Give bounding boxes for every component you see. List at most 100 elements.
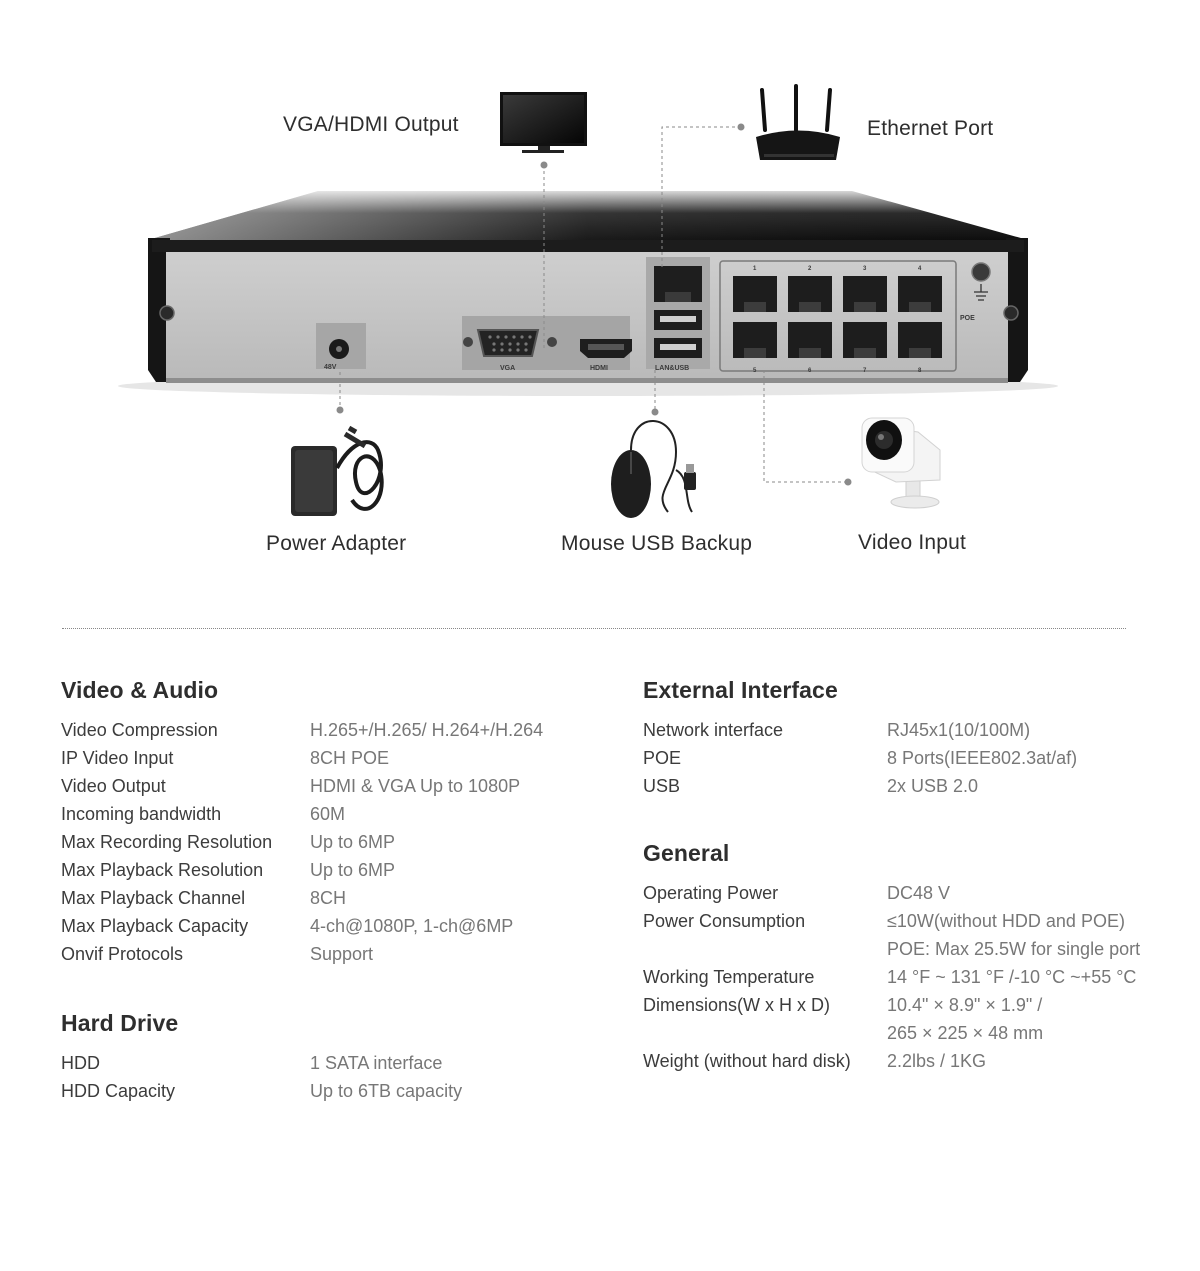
spec-value: HDMI & VGA Up to 1080P xyxy=(310,775,521,796)
spec-section-general: General Operating Power DC48 V Power Consu… xyxy=(643,840,1140,1075)
callout-vga-hdmi-output: VGA/HDMI Output xyxy=(283,113,459,136)
spec-value: 60M xyxy=(310,803,346,824)
screw-icon xyxy=(159,305,175,321)
product-diagram: 48V VGA HDMI LAN&USB xyxy=(0,0,1200,600)
spec-label: HDD xyxy=(61,1052,100,1073)
spec-row: IP Video Input 8CH POE xyxy=(61,744,543,772)
spec-label: Weight (without hard disk) xyxy=(643,1050,851,1071)
spec-value: 2x USB 2.0 xyxy=(887,775,979,796)
nvr-left-ear xyxy=(148,238,170,382)
spec-value: Up to 6TB capacity xyxy=(310,1080,463,1101)
spec-label: Network interface xyxy=(643,719,784,740)
callout-video-input: Video Input xyxy=(858,531,967,554)
section-title: General xyxy=(643,840,730,866)
spec-row: HDD 1 SATA interface xyxy=(61,1049,462,1077)
spec-value: Up to 6MP xyxy=(310,831,396,852)
port-number: 8 xyxy=(918,368,922,374)
spec-row: Working Temperature 14 °F ~ 131 °F /-10 °… xyxy=(643,963,1140,991)
spec-rows: Network interface RJ45x1(10/100M) POE 8 Por… xyxy=(643,716,1077,800)
spec-label: Operating Power xyxy=(643,882,779,903)
hdmi-label: HDMI xyxy=(590,365,608,372)
spec-label: Max Recording Resolution xyxy=(61,831,273,852)
spec-rows: Operating Power DC48 V Power Consumption ≤1… xyxy=(643,879,1140,1075)
spec-row: Weight (without hard disk) 2.2lbs / 1KG xyxy=(643,1047,1140,1075)
spec-row: Incoming bandwidth 60M xyxy=(61,800,543,828)
spec-value: 4-ch@1080P, 1-ch@6MP xyxy=(310,915,514,936)
spec-label: Max Playback Resolution xyxy=(61,859,264,880)
spec-row: Max Playback Capacity 4-ch@1080P, 1-ch@6M… xyxy=(61,912,543,940)
section-divider xyxy=(62,628,1126,629)
spec-section-external-interface: External Interface Network interface RJ45… xyxy=(643,677,1077,800)
section-title: External Interface xyxy=(643,677,838,703)
spec-label: Video Output xyxy=(61,775,166,796)
callout-power-adapter: Power Adapter xyxy=(266,532,407,555)
vga-label: VGA xyxy=(500,365,515,372)
spec-value: RJ45x1(10/100M) xyxy=(887,719,1031,740)
screw-icon xyxy=(1003,305,1019,321)
port-number: 6 xyxy=(808,368,812,374)
ground-icon xyxy=(974,284,988,301)
spec-label: Max Playback Capacity xyxy=(61,915,249,936)
spec-value: 265 × 225 × 48 mm xyxy=(887,1022,1044,1043)
lan-usb-label: LAN&USB xyxy=(655,365,689,372)
spec-label: Working Temperature xyxy=(643,966,815,987)
spec-row: USB 2x USB 2.0 xyxy=(643,772,1077,800)
power-adapter-icon xyxy=(291,425,384,516)
vga-port-icon xyxy=(476,329,540,357)
spec-value: 10.4" × 8.9" × 1.9" / xyxy=(887,994,1043,1015)
camera-icon xyxy=(861,417,941,509)
port-number: 2 xyxy=(808,266,812,272)
spec-label: IP Video Input xyxy=(61,747,174,768)
spec-label: HDD Capacity xyxy=(61,1080,176,1101)
spec-value: 8CH xyxy=(310,887,347,908)
spec-value: DC48 V xyxy=(887,882,951,903)
callout-mouse-usb-backup: Mouse USB Backup xyxy=(561,532,753,555)
spec-value: 1 SATA interface xyxy=(310,1052,443,1073)
spec-row: HDD Capacity Up to 6TB capacity xyxy=(61,1077,462,1105)
spec-value: ≤10W(without HDD and POE) xyxy=(887,910,1125,931)
port-number: 4 xyxy=(918,266,922,272)
monitor-icon xyxy=(500,92,587,153)
spec-label: Power Consumption xyxy=(643,910,806,931)
spec-label: Incoming bandwidth xyxy=(61,803,222,824)
spec-value: 8 Ports(IEEE802.3at/af) xyxy=(887,747,1078,768)
spec-value: 8CH POE xyxy=(310,747,390,768)
spec-label: Max Playback Channel xyxy=(61,887,246,908)
spec-row: Operating Power DC48 V xyxy=(643,879,1140,907)
callout-ethernet-port: Ethernet Port xyxy=(867,117,994,140)
port-number: 5 xyxy=(753,368,757,374)
spec-row: Power Consumption ≤10W(without HDD and PO… xyxy=(643,907,1140,935)
spec-label: POE xyxy=(643,747,682,768)
port-number: 1 xyxy=(753,266,757,272)
spec-value: POE: Max 25.5W for single port xyxy=(887,938,1141,959)
spec-value: 2.2lbs / 1KG xyxy=(887,1050,987,1071)
spec-row: Network interface RJ45x1(10/100M) xyxy=(643,716,1077,744)
spec-row: Max Playback Channel 8CH xyxy=(61,884,543,912)
section-title: Hard Drive xyxy=(61,1010,179,1036)
spec-row: Max Recording Resolution Up to 6MP xyxy=(61,828,543,856)
nvr-rear-panel-illustration: 48V VGA HDMI LAN&USB xyxy=(118,84,1058,518)
spec-value: 14 °F ~ 131 °F /-10 °C ~+55 °C xyxy=(887,966,1137,987)
poe-port-group xyxy=(719,260,957,372)
spec-row: POE 8 Ports(IEEE802.3at/af) xyxy=(643,744,1077,772)
section-title: Video & Audio xyxy=(61,677,219,703)
spec-label: Onvif Protocols xyxy=(61,943,184,964)
spec-label: USB xyxy=(643,775,681,796)
spec-value: Up to 6MP xyxy=(310,859,396,880)
ground-screw-icon xyxy=(971,262,991,282)
spec-row: Max Playback Resolution Up to 6MP xyxy=(61,856,543,884)
spec-row: Dimensions(W x H x D) 10.4" × 8.9" × 1.9"… xyxy=(643,991,1140,1019)
spec-label: Dimensions(W x H x D) xyxy=(643,994,831,1015)
dc-jack-label: 48V xyxy=(324,364,337,371)
spec-value: H.265+/H.265/ H.264+/H.264 xyxy=(310,719,544,740)
poe-label: POE xyxy=(960,315,975,322)
spec-row: Video Output HDMI & VGA Up to 1080P xyxy=(61,772,543,800)
router-icon xyxy=(756,84,840,160)
mouse-icon xyxy=(611,420,696,518)
port-number: 3 xyxy=(863,266,867,272)
